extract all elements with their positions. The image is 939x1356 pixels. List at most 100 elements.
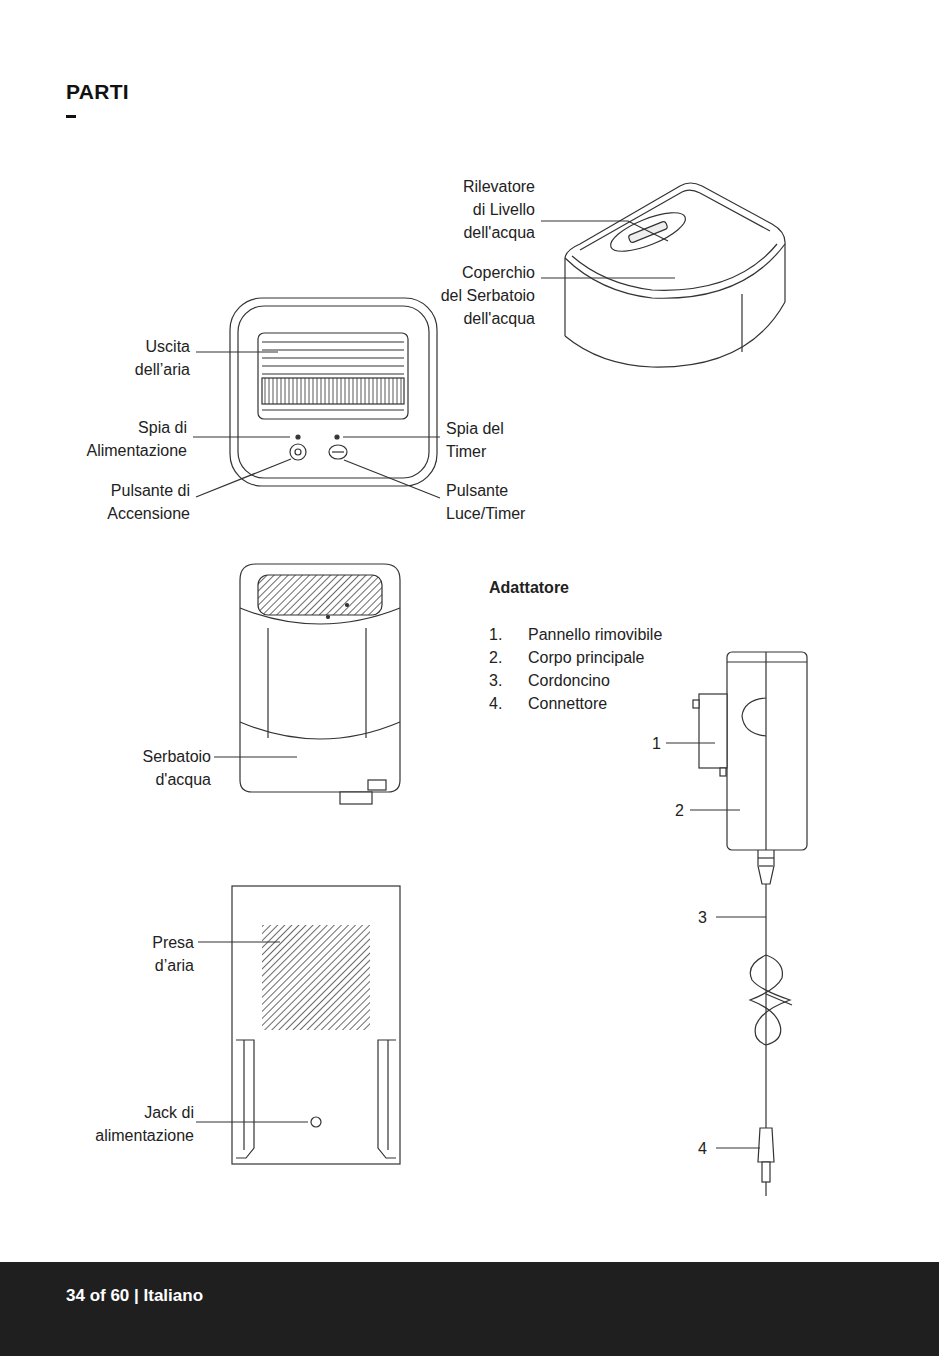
front-view-illustration-part — [262, 378, 404, 404]
adapter-illustration-part — [750, 955, 790, 1045]
adapter-illustration-part — [720, 768, 726, 776]
part-label: Pannello rimovibile — [528, 623, 665, 646]
tank-lid-illustration-part — [565, 244, 785, 298]
footer-band: 34 of 60 | Italiano — [0, 1262, 939, 1356]
adapter-illustration-part — [716, 1147, 760, 1148]
adapter-illustration-part — [762, 1162, 770, 1182]
back-view-illustration-part — [378, 1040, 396, 1158]
perspective-view-illustration-part — [365, 628, 366, 738]
adapter-illustration-part — [765, 1182, 766, 1196]
part-label: Adattatore — [489, 576, 572, 599]
back-view-illustration-part — [262, 925, 370, 1030]
callout-number: 2 — [675, 799, 686, 822]
perspective-view-illustration-part — [240, 722, 400, 739]
front-view-illustration-part — [262, 349, 404, 350]
front-view-illustration-part — [262, 365, 404, 366]
adapter-illustration-part — [765, 884, 766, 1128]
adapter-illustration-part — [690, 809, 740, 810]
front-view-illustration-part — [262, 341, 404, 342]
back-view-illustration-part — [236, 1040, 254, 1158]
part-label: Serbatoio d'acqua — [140, 745, 211, 791]
callout-number: 2. — [489, 646, 505, 669]
callout-number: 4 — [698, 1137, 709, 1160]
callout-number: 1 — [652, 732, 663, 755]
adapter-illustration-part — [727, 652, 807, 850]
tank-lid-illustration-part — [541, 277, 675, 278]
part-label: Pulsante Luce/Timer — [446, 479, 528, 525]
part-label: Spia di Alimentazione — [84, 416, 187, 462]
front-view-illustration-part — [258, 333, 408, 419]
callout-number: 1. — [489, 623, 505, 646]
front-view-illustration-part — [262, 373, 404, 374]
part-label: Presa d’aria — [150, 931, 194, 977]
front-view-illustration-part — [262, 357, 404, 358]
perspective-view-illustration-part — [240, 564, 400, 792]
adapter-illustration-part — [759, 865, 773, 866]
adapter-illustration-part — [699, 694, 727, 768]
page-title: PARTI — [66, 80, 129, 104]
part-label: Cordoncino — [528, 669, 612, 692]
adapter-illustration-part — [727, 661, 807, 662]
front-view-illustration-part — [196, 459, 291, 497]
tank-lid-illustration-part — [606, 205, 690, 259]
adapter-illustration-part — [742, 698, 766, 736]
adapter-illustration-part — [750, 955, 782, 1045]
title-dash — [66, 115, 76, 118]
part-label: Pulsante di Accensione — [105, 479, 190, 525]
back-view-illustration-part — [243, 1040, 244, 1150]
tank-lid-illustration-part — [564, 258, 565, 336]
front-view-illustration-part — [329, 445, 347, 459]
adapter-illustration-part — [765, 652, 766, 850]
callout-number: 3. — [489, 669, 505, 692]
front-view-illustration-part — [332, 451, 344, 452]
front-view-illustration-part — [295, 449, 301, 455]
front-view-illustration-part — [296, 435, 300, 439]
part-label: Corpo principale — [528, 646, 647, 669]
front-view-illustration-part — [238, 306, 429, 478]
perspective-view-illustration-part — [346, 604, 349, 607]
adapter-illustration-part — [758, 857, 774, 858]
perspective-view-illustration-part — [258, 575, 382, 615]
front-view-illustration-part — [290, 444, 306, 460]
page-number: 34 of 60 | Italiano — [66, 1286, 939, 1306]
part-label: Jack di alimentazione — [93, 1101, 194, 1147]
tank-lid-illustration-part — [565, 302, 785, 367]
tank-lid-illustration-part — [784, 244, 785, 302]
tank-lid-illustration — [541, 183, 785, 367]
back-view-illustration — [196, 886, 400, 1164]
perspective-view-illustration-part — [267, 628, 268, 738]
front-view-illustration-part — [344, 460, 440, 498]
adapter-illustration-part — [766, 994, 792, 1005]
front-view-illustration-part — [230, 298, 437, 486]
perspective-view-illustration-part — [214, 756, 297, 757]
callout-number: 3 — [698, 906, 709, 929]
adapter-illustration-part — [693, 700, 699, 708]
back-view-illustration-part — [311, 1117, 321, 1127]
part-label: Connettore — [528, 692, 610, 715]
front-view-illustration-part — [335, 435, 339, 439]
front-view-illustration — [193, 298, 440, 498]
adapter-illustration-part — [758, 1128, 774, 1162]
adapter-illustration-part — [716, 916, 766, 917]
callout-number: 4. — [489, 692, 505, 715]
perspective-view-illustration-part — [340, 792, 372, 804]
front-view-illustration-part — [262, 409, 404, 410]
perspective-view-illustration — [214, 564, 400, 804]
front-view-illustration-part — [343, 436, 440, 437]
front-view-illustration-part — [196, 351, 278, 352]
back-view-illustration-part — [198, 941, 280, 942]
back-view-illustration-part — [196, 1121, 308, 1122]
part-label: Rilevatore di Livello dell'acqua — [460, 175, 535, 244]
tank-lid-illustration-part — [572, 244, 777, 290]
part-label: Spia del Timer — [446, 417, 506, 463]
perspective-view-illustration-part — [368, 780, 386, 790]
back-view-illustration-part — [387, 1040, 388, 1150]
tank-lid-illustration-part — [741, 294, 742, 352]
adapter-illustration-part — [758, 850, 774, 884]
tank-lid-illustration-part — [541, 221, 668, 241]
front-view-illustration-part — [193, 436, 290, 437]
perspective-view-illustration-part — [327, 616, 330, 619]
part-label: Uscita dell’aria — [132, 335, 190, 381]
